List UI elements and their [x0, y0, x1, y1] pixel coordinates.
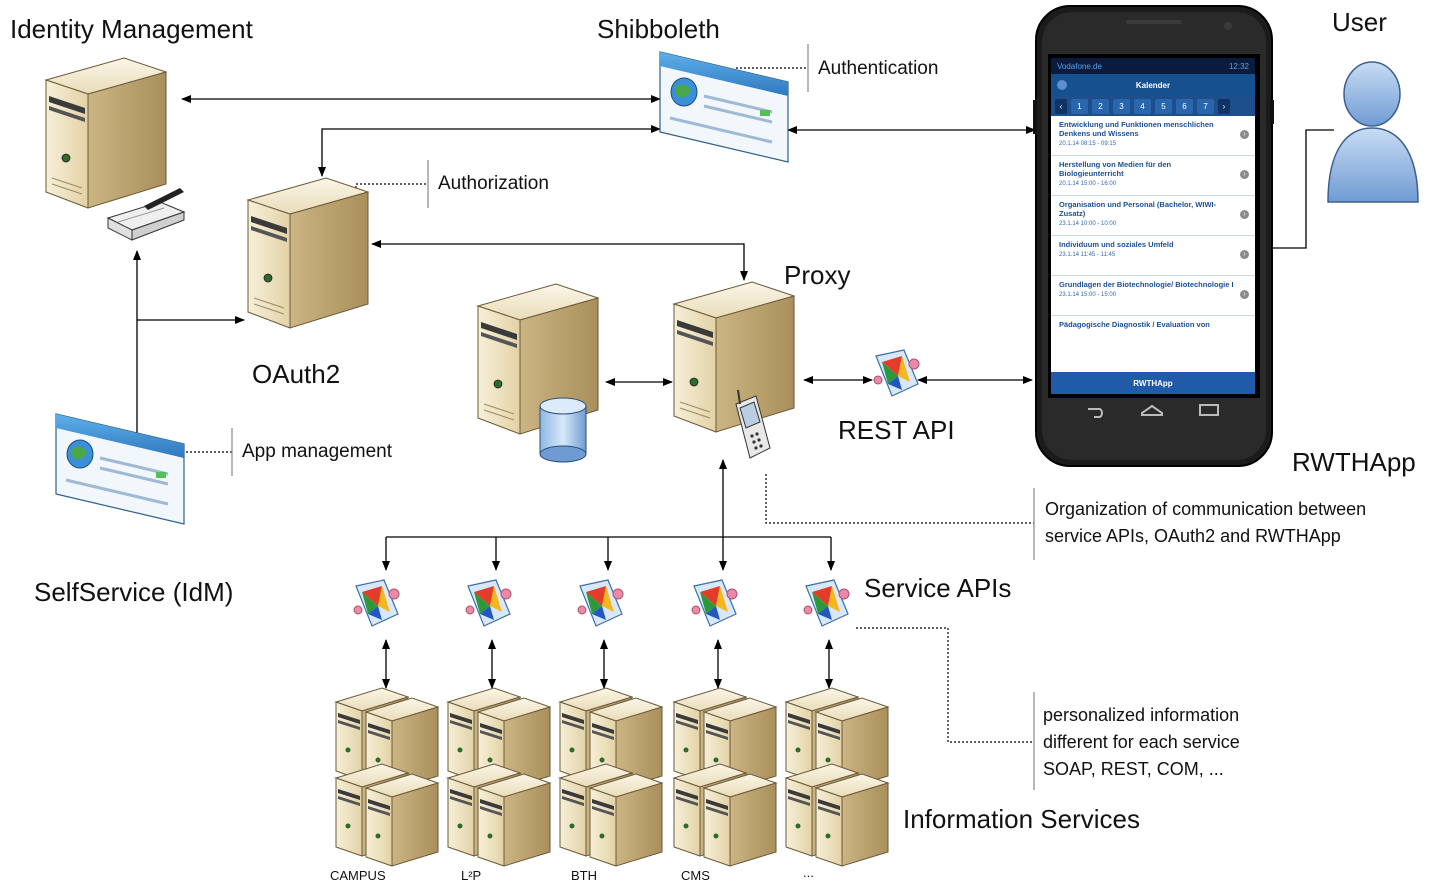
authorization-label: Authorization [438, 173, 549, 194]
entry-title: Organisation und Personal (Bachelor, WIW… [1059, 200, 1217, 218]
phone-screen: Vodafone.de 12:32 Kalender ‹ 1 2 3 4 5 6… [1051, 58, 1255, 394]
org-note-line: service APIs, OAuth2 and RWTHApp [1045, 526, 1341, 546]
entry-title: Grundlagen der Biotechnologie/ Biotechno… [1059, 280, 1234, 289]
day-tab[interactable]: 4 [1134, 98, 1151, 114]
chevron-right-icon: › [1240, 250, 1249, 259]
service-api-icon-l2p [465, 579, 512, 627]
calendar-entry[interactable]: Grundlagen der Biotechnologie/ Biotechno… [1051, 276, 1255, 316]
entry-title: Pädagogische Diagnostik / Evaluation von [1059, 320, 1210, 329]
org-note: Organization of communication between se… [1045, 496, 1366, 550]
info-note-line: different for each service [1043, 732, 1240, 752]
day-tab[interactable]: 6 [1176, 98, 1193, 114]
menu-icon[interactable] [1057, 80, 1067, 90]
app-management-label: App management [242, 441, 392, 462]
entry-title: Individuum und soziales Umfeld [1059, 240, 1174, 249]
entry-title: Herstellung von Medien für den Biologieu… [1059, 160, 1172, 178]
service-api-icon-campus [353, 579, 400, 627]
calendar-entry[interactable]: Entwicklung und Funktionen menschlichen … [1051, 116, 1255, 156]
app-footer: RWTHApp [1051, 372, 1255, 394]
status-bar: Vodafone.de 12:32 [1051, 58, 1255, 74]
service-label-bth: BTH [571, 868, 597, 883]
selfservice-label: SelfService (IdM) [34, 577, 234, 607]
authentication-label: Authentication [818, 58, 939, 79]
app-title: Kalender [1135, 80, 1171, 90]
oauth2-server-icon [247, 177, 369, 329]
service-apis-label: Service APIs [864, 573, 1012, 603]
service-stack-bth [559, 687, 663, 867]
entry-time: 20.1.14 08:15 - 09:15 [1059, 141, 1117, 147]
org-note-line: Organization of communication between [1045, 499, 1367, 519]
shibboleth-label: Shibboleth [597, 14, 720, 44]
calendar-entry[interactable]: Organisation und Personal (Bachelor, WIW… [1051, 196, 1255, 236]
service-api-icon-cms [691, 579, 738, 627]
oauth2-label: OAuth2 [252, 359, 341, 389]
clock-label: 12:32 [1228, 61, 1249, 71]
rest-api-label: REST API [838, 415, 955, 445]
idm-label: Identity Management [10, 14, 253, 44]
next-day-icon[interactable]: › [1218, 98, 1230, 114]
chevron-right-icon: › [1240, 290, 1249, 299]
idm-server-icon [45, 57, 167, 209]
service-label-l2p: L²P [461, 868, 482, 883]
info-note-line: personalized information [1043, 705, 1240, 725]
app-title-bar: Kalender [1051, 74, 1255, 96]
info-note: personalized information different for e… [1043, 702, 1240, 783]
entry-title: Entwicklung und Funktionen menschlichen … [1059, 120, 1214, 138]
entry-time: 20.1.14 15:00 - 16:00 [1059, 181, 1117, 187]
calendar-entry[interactable]: Pädagogische Diagnostik / Evaluation von [1051, 316, 1255, 336]
info-note-line: SOAP, REST, COM, ... [1043, 759, 1224, 779]
service-label-campus: CAMPUS [330, 868, 386, 883]
service-stack-cms [673, 687, 777, 867]
selfservice-browser-icon [54, 412, 186, 526]
service-label-cms: CMS [681, 868, 710, 883]
calendar-entry[interactable]: Individuum und soziales Umfeld 23.1.14 1… [1051, 236, 1255, 276]
proxy-server-icon [673, 281, 795, 433]
database-icon [539, 397, 587, 463]
rwthapp-label: RWTHApp [1292, 447, 1416, 477]
service-stack-more [785, 687, 889, 867]
information-services-label: Information Services [903, 804, 1140, 834]
entry-time: 23.1.14 11:45 - 11:45 [1059, 252, 1116, 258]
service-label-more: ... [803, 865, 814, 880]
day-tab[interactable]: 2 [1092, 98, 1109, 114]
rest-api-icon [873, 349, 920, 397]
service-stack-campus [335, 687, 439, 867]
user-label: User [1332, 7, 1387, 37]
user-icon [1327, 61, 1419, 203]
service-api-icon-more [803, 579, 850, 627]
chevron-right-icon: › [1240, 170, 1249, 179]
calendar-entry[interactable]: Herstellung von Medien für den Biologieu… [1051, 156, 1255, 196]
connections [133, 95, 1334, 689]
prev-day-icon[interactable]: ‹ [1055, 98, 1067, 114]
callout-brackets [231, 44, 1035, 790]
card-reader-icon [106, 188, 186, 241]
day-tab[interactable]: 1 [1071, 98, 1088, 114]
carrier-label: Vodafone.de [1057, 61, 1102, 71]
service-stack-l2p [447, 687, 551, 867]
day-tab[interactable]: 5 [1155, 98, 1172, 114]
entry-time: 23.1.14 10:00 - 10:00 [1059, 221, 1117, 227]
day-tab[interactable]: 3 [1113, 98, 1130, 114]
chevron-right-icon: › [1240, 130, 1249, 139]
day-tab[interactable]: 7 [1197, 98, 1214, 114]
day-selector: ‹ 1 2 3 4 5 6 7 › [1051, 96, 1255, 116]
mobile-phone-icon [735, 389, 771, 459]
entry-time: 23.1.14 15:00 - 15:00 [1059, 292, 1117, 298]
chevron-right-icon: › [1240, 210, 1249, 219]
proxy-label: Proxy [784, 260, 851, 290]
service-api-icon-bth [577, 579, 624, 627]
